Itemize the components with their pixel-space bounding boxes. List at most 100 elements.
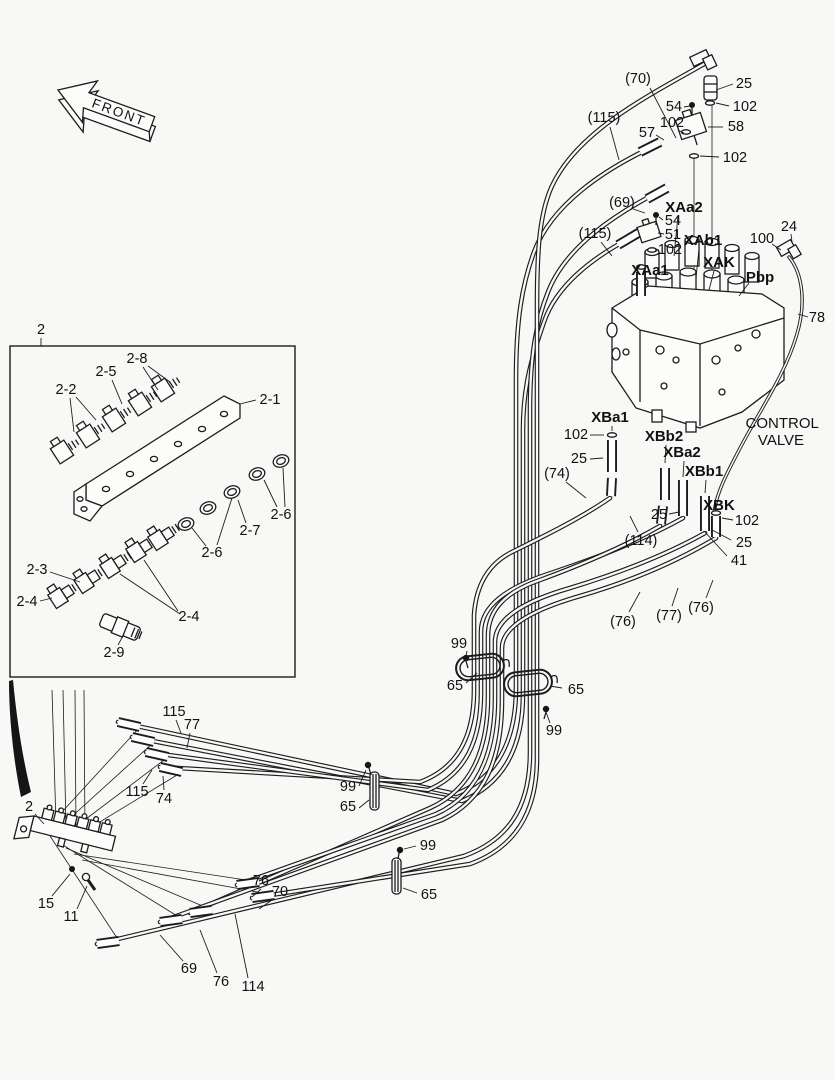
p-clamp-65 [503, 668, 558, 698]
leader-line [465, 672, 478, 684]
leader-line [76, 885, 88, 910]
bolt-11 [81, 872, 97, 891]
part-label-74: 74 [156, 791, 172, 807]
part-label-2-6: 2-6 [202, 545, 223, 561]
part-label-77: (77) [656, 608, 682, 624]
part-label-69: (69) [609, 195, 635, 211]
part-label-65: 65 [421, 887, 437, 903]
bolt-99 [462, 654, 470, 669]
p-clamp-65 [455, 652, 510, 682]
leader-line [565, 481, 587, 499]
part-label-XAK: XAK [703, 254, 735, 271]
clamps [364, 652, 558, 895]
fitting-57-core [638, 139, 662, 155]
leader-line [186, 732, 191, 749]
part-label-78: 78 [809, 310, 825, 326]
part-label-102: 102 [723, 150, 747, 166]
leader-line [199, 929, 218, 974]
leader-line [628, 591, 641, 613]
part-label-25: 25 [736, 76, 752, 92]
leader-line [39, 597, 53, 602]
part-label-XBb1: XBb1 [685, 463, 723, 480]
leader-line [695, 248, 700, 279]
leader-line [111, 379, 123, 405]
leader-line [75, 396, 97, 421]
leader-line [51, 873, 71, 897]
hose-coupling-core [96, 937, 120, 948]
part-label-15: 15 [38, 896, 54, 912]
leader-line [699, 155, 720, 158]
leader-line [34, 813, 45, 825]
leader-line [658, 216, 664, 221]
leader-line [721, 517, 734, 521]
leader-line [703, 530, 728, 557]
plug-fitting [99, 613, 143, 641]
part-label-XBa1: XBa1 [591, 409, 629, 426]
part-label-65: 65 [340, 799, 356, 815]
control-valve-caption: CONTROL VALVE [746, 415, 823, 449]
leader-line [629, 515, 639, 533]
hose-coupling-core [236, 878, 260, 889]
part-label-102: 102 [735, 513, 759, 529]
part-label-65: 65 [568, 682, 584, 698]
part-label-76: (76) [610, 614, 636, 630]
part-label-115: 115 [125, 784, 148, 800]
part-label-41: 41 [731, 553, 747, 569]
part-label-25: 25 [736, 535, 752, 551]
part-label-XBb2: XBb2 [645, 428, 683, 445]
fittings [96, 48, 803, 949]
part-label-2-7: 2-7 [240, 523, 261, 539]
part-label-76: (76) [688, 600, 714, 616]
bolt-99 [396, 846, 404, 860]
leader-line [465, 650, 468, 657]
part-label-115: (115) [579, 226, 612, 242]
part-label-XAa1: XAa1 [631, 262, 669, 279]
leader-line [403, 845, 417, 850]
part-label-2-2: 2-2 [56, 382, 77, 398]
hose-77 [143, 515, 686, 793]
manifold-installed [13, 804, 117, 854]
bolt-99 [364, 761, 372, 776]
hose-coupling-core [131, 733, 155, 746]
bolt-99 [542, 705, 550, 720]
hose-69-core [95, 190, 660, 946]
part-label-114: (114) [625, 533, 658, 549]
hose-115-b [129, 235, 633, 804]
part-label-99: 99 [546, 723, 562, 739]
leader-line [649, 87, 677, 139]
leader-line [715, 102, 730, 107]
hose-78-core [713, 256, 803, 515]
part-label-2-6: 2-6 [271, 507, 292, 523]
leader-line [771, 243, 782, 251]
leader-line [655, 134, 665, 141]
hose-74 [157, 495, 613, 785]
part-label-114: 114 [241, 979, 264, 995]
leader-line [119, 573, 181, 615]
fitting-xbb2-lower-core [657, 505, 667, 525]
pointer-wedge [9, 680, 31, 797]
part-label-2-1: 2-1 [260, 392, 281, 408]
caption-line-2: VALVE [758, 432, 804, 449]
part-label-2-4: 2-4 [179, 609, 200, 625]
projection-lines [49, 105, 713, 942]
part-label-77: 77 [184, 717, 200, 733]
part-label-11: 11 [63, 909, 78, 925]
part-label-74: (74) [544, 466, 570, 482]
part-label-XAb1: XAb1 [684, 232, 722, 249]
hose-76-b-core [158, 536, 718, 924]
elbow-fitting-24 [775, 238, 803, 260]
leader-line [790, 233, 793, 243]
leader-line [402, 887, 418, 894]
leader-line [49, 571, 81, 583]
part-label-102: 102 [660, 115, 684, 131]
leader-line [237, 499, 247, 524]
leader-line [668, 511, 680, 515]
part-label-99: 99 [420, 838, 436, 854]
part-label-76: 76 [213, 974, 229, 990]
elbow-fitting-70 [688, 48, 718, 71]
part-label-XBa2: XBa2 [663, 444, 701, 461]
elbow-fittings [46, 523, 181, 610]
leader-line [600, 241, 613, 257]
